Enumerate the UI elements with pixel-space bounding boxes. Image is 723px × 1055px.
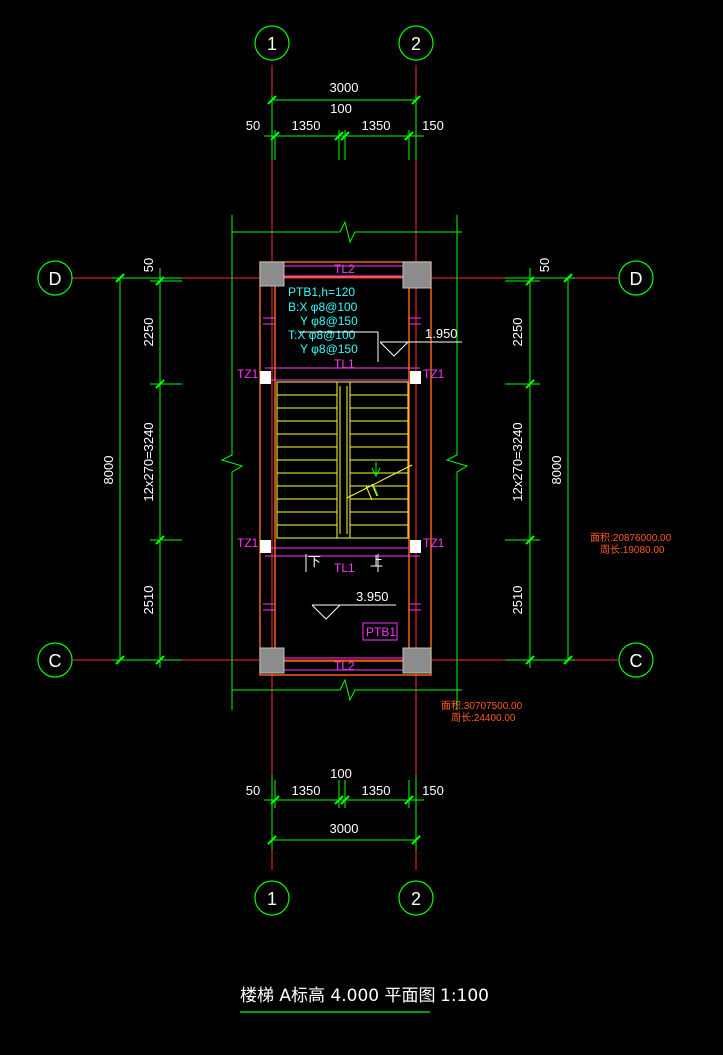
dim-right-seg3: 2510 [510,586,525,615]
axis-label-1-top: 1 [267,34,277,54]
slab-top-y: Y φ8@150 [300,342,358,356]
column-label-tz1-ur: TZ1 [423,367,445,381]
beam-label-tl2-bottom: TL2 [334,659,355,673]
dimension-lines [112,95,575,850]
measure-notes: 面积:20876000.00 周长:19080.00 面积:30707500.0… [441,532,672,724]
axis-label-c-left: C [49,651,62,671]
axis-bubble-labels: 1 2 1 2 D D C C [49,34,643,909]
drawing-title: 楼梯 A标高 4.000 平面图 [240,986,436,1006]
dim-bottom-total: 3000 [330,821,359,836]
column-label-tz1-ul: TZ1 [237,367,259,381]
dim-left-top-edge: 50 [141,258,156,272]
dim-bottom-span1: 1350 [292,783,321,798]
axis-label-2-bottom: 2 [411,889,421,909]
stair-flights [276,381,413,539]
outer-wall [259,261,432,676]
dim-left-seg3: 2510 [141,586,156,615]
column-label-tz1-ll: TZ1 [237,536,259,550]
axis-bubble-d-left [37,260,73,296]
area-note-2: 面积:30707500.00 [441,700,523,712]
dim-top-mid: 100 [330,101,352,116]
axis-bubble-1-bottom [254,880,290,916]
beam-label-tl1-lower: TL1 [334,561,355,575]
drawing-scale: 1:100 [440,986,489,1006]
slab-bottom-x: B:X φ8@100 [288,300,358,314]
column-label-tz1-lr: TZ1 [423,536,445,550]
column-top-left [259,261,285,287]
axis-bubble-2-top [398,25,434,61]
down-marker: 下 [308,554,321,569]
dim-bottom-left-edge: 50 [246,783,260,798]
tz-columns [260,371,421,553]
perimeter-note-1: 周长:19080.00 [600,544,665,556]
dimension-ticks [115,95,573,845]
stair-arrows [371,462,381,497]
dim-top-span1: 1350 [292,118,321,133]
slab-bottom-y: Y φ8@150 [300,314,358,328]
dim-top-right-edge: 150 [422,118,444,133]
slab-leader [300,331,379,362]
axis-bubble-d-right [618,260,654,296]
member-labels: TL2 TL1 TL1 TL2 TZ1 TZ1 TZ1 TZ1 [237,262,445,673]
axis-label-2-top: 2 [411,34,421,54]
slab-name: PTB1,h=120 [288,285,355,299]
dim-right-seg2: 12x270=3240 [510,422,525,501]
dim-bottom-mid: 100 [330,766,352,781]
dim-left-total: 8000 [101,456,116,485]
dim-right-top-edge: 50 [537,258,552,272]
axis-bubble-c-left [37,642,73,678]
dim-left-seg2: 12x270=3240 [141,422,156,501]
center-stringer [336,381,351,539]
axis-label-1-bottom: 1 [267,889,277,909]
dim-top-left-edge: 50 [246,118,260,133]
elevation-marks [311,341,462,620]
axis-label-d-right: D [630,269,643,289]
slab-top-x: T:X φ8@100 [288,328,356,342]
dim-bottom-span2: 1350 [362,783,391,798]
direction-markers [305,554,379,572]
axis-bubble-2-bottom [398,880,434,916]
dim-bottom-right-edge: 150 [422,783,444,798]
column-bottom-left [259,647,285,674]
axis-label-c-right: C [630,651,643,671]
ptb1-tag: PTB1 [366,625,396,639]
stair-treads [277,394,408,526]
axis-label-d-left: D [49,269,62,289]
elevation-upper: 1.950 [425,326,458,341]
inner-wall [274,276,410,662]
dim-right-total: 8000 [549,456,564,485]
beam-label-tl2-top: TL2 [334,262,355,276]
elevation-lower: 3.950 [356,589,389,604]
ptb1-tag-box [362,622,398,641]
slab-annotation: PTB1,h=120 B:X φ8@100 Y φ8@150 T:X φ8@10… [288,285,358,356]
area-note-1: 面积:20876000.00 [590,532,672,544]
beams [263,265,421,671]
column-top-right [402,261,432,289]
axis-bubble-c-right [618,642,654,678]
dim-right-seg1: 2250 [510,318,525,347]
dimension-texts: 3000 100 50 1350 1350 150 100 50 1350 13… [101,80,564,836]
axis-bubble-1-top [254,25,290,61]
axis-bubbles [37,25,654,916]
column-bottom-right [402,647,432,674]
beam-label-tl1-upper: TL1 [334,357,355,371]
stair-walls [259,261,432,676]
corner-columns [259,261,432,674]
dim-top-total: 3000 [330,80,359,95]
perimeter-note-2: 周长:24400.00 [451,712,516,724]
dim-left-seg1: 2250 [141,318,156,347]
up-marker: 上 [370,554,383,569]
dim-top-span2: 1350 [362,118,391,133]
